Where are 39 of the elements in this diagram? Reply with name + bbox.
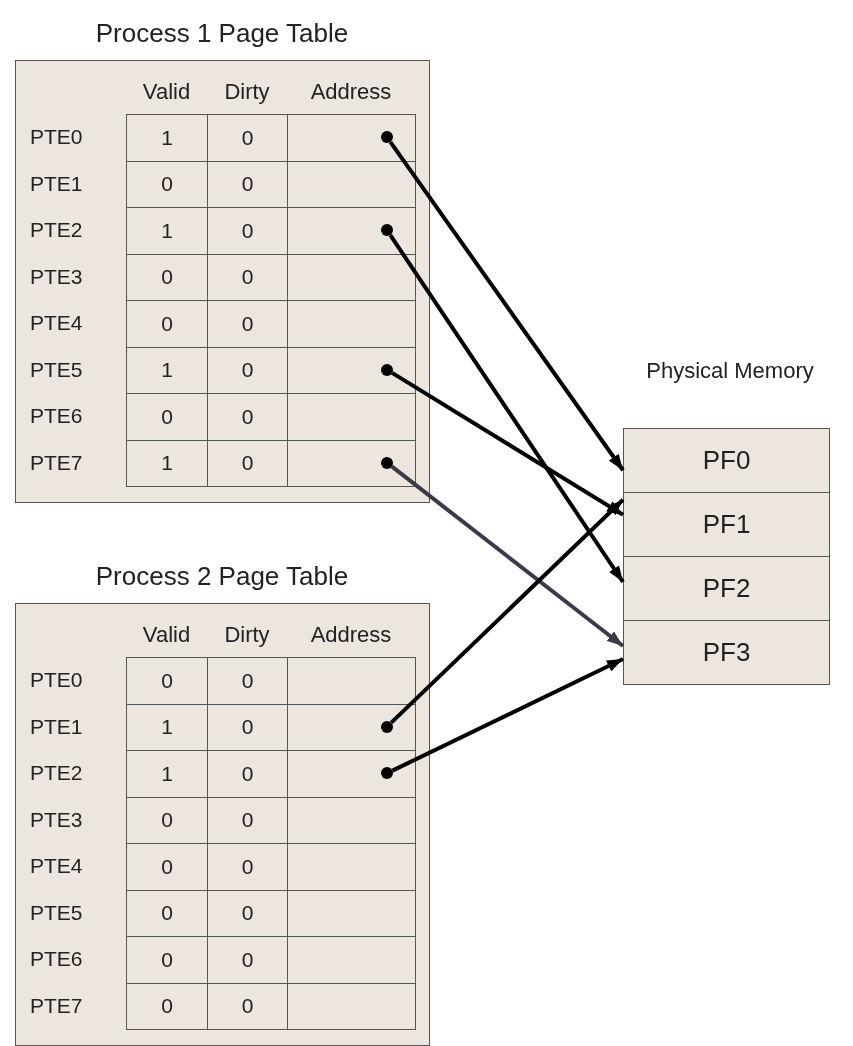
table-cell: 0	[126, 982, 208, 1030]
column-header: Address	[310, 624, 392, 646]
column-header: Dirty	[224, 624, 270, 646]
page-frame-box: PF2	[623, 556, 830, 621]
row-label: PTE0	[30, 669, 83, 690]
arrow	[389, 498, 625, 725]
arrow	[390, 464, 625, 648]
row-label: PTE2	[30, 219, 83, 240]
arrow	[391, 371, 625, 517]
page-frame-box: PF3	[623, 620, 830, 685]
row-label: PTE2	[30, 762, 83, 783]
row-label: PTE5	[30, 358, 83, 380]
column-header: Address	[310, 81, 392, 103]
row-label: PTE3	[30, 808, 83, 830]
row-label: PTE5	[30, 901, 83, 923]
row-label: PTE1	[30, 172, 83, 194]
table-title: Process 1 Page Table	[95, 20, 349, 46]
row-label: PTE4	[30, 312, 83, 333]
column-header: Valid	[142, 81, 191, 103]
page-frame-box: PF1	[623, 492, 830, 557]
table-cell: 1	[126, 439, 208, 487]
row-label: PTE0	[30, 126, 83, 147]
row-label: PTE1	[30, 715, 83, 737]
arrow	[388, 141, 625, 472]
table-cell: 1	[126, 114, 208, 162]
memory-title: Physical Memory	[646, 360, 814, 382]
column-header: Dirty	[224, 81, 270, 103]
arrow	[391, 657, 624, 773]
table-title: Process 2 Page Table	[95, 563, 349, 589]
row-label: PTE3	[30, 265, 83, 287]
row-label: PTE7	[30, 994, 83, 1016]
row-label: PTE6	[30, 405, 83, 426]
arrow	[388, 234, 625, 584]
row-label: PTE7	[30, 451, 83, 473]
row-label: PTE6	[30, 948, 83, 969]
page-frame-box: PF0	[623, 428, 830, 493]
table-cell: 0	[126, 657, 208, 705]
column-header: Valid	[142, 624, 191, 646]
row-label: PTE4	[30, 855, 83, 876]
